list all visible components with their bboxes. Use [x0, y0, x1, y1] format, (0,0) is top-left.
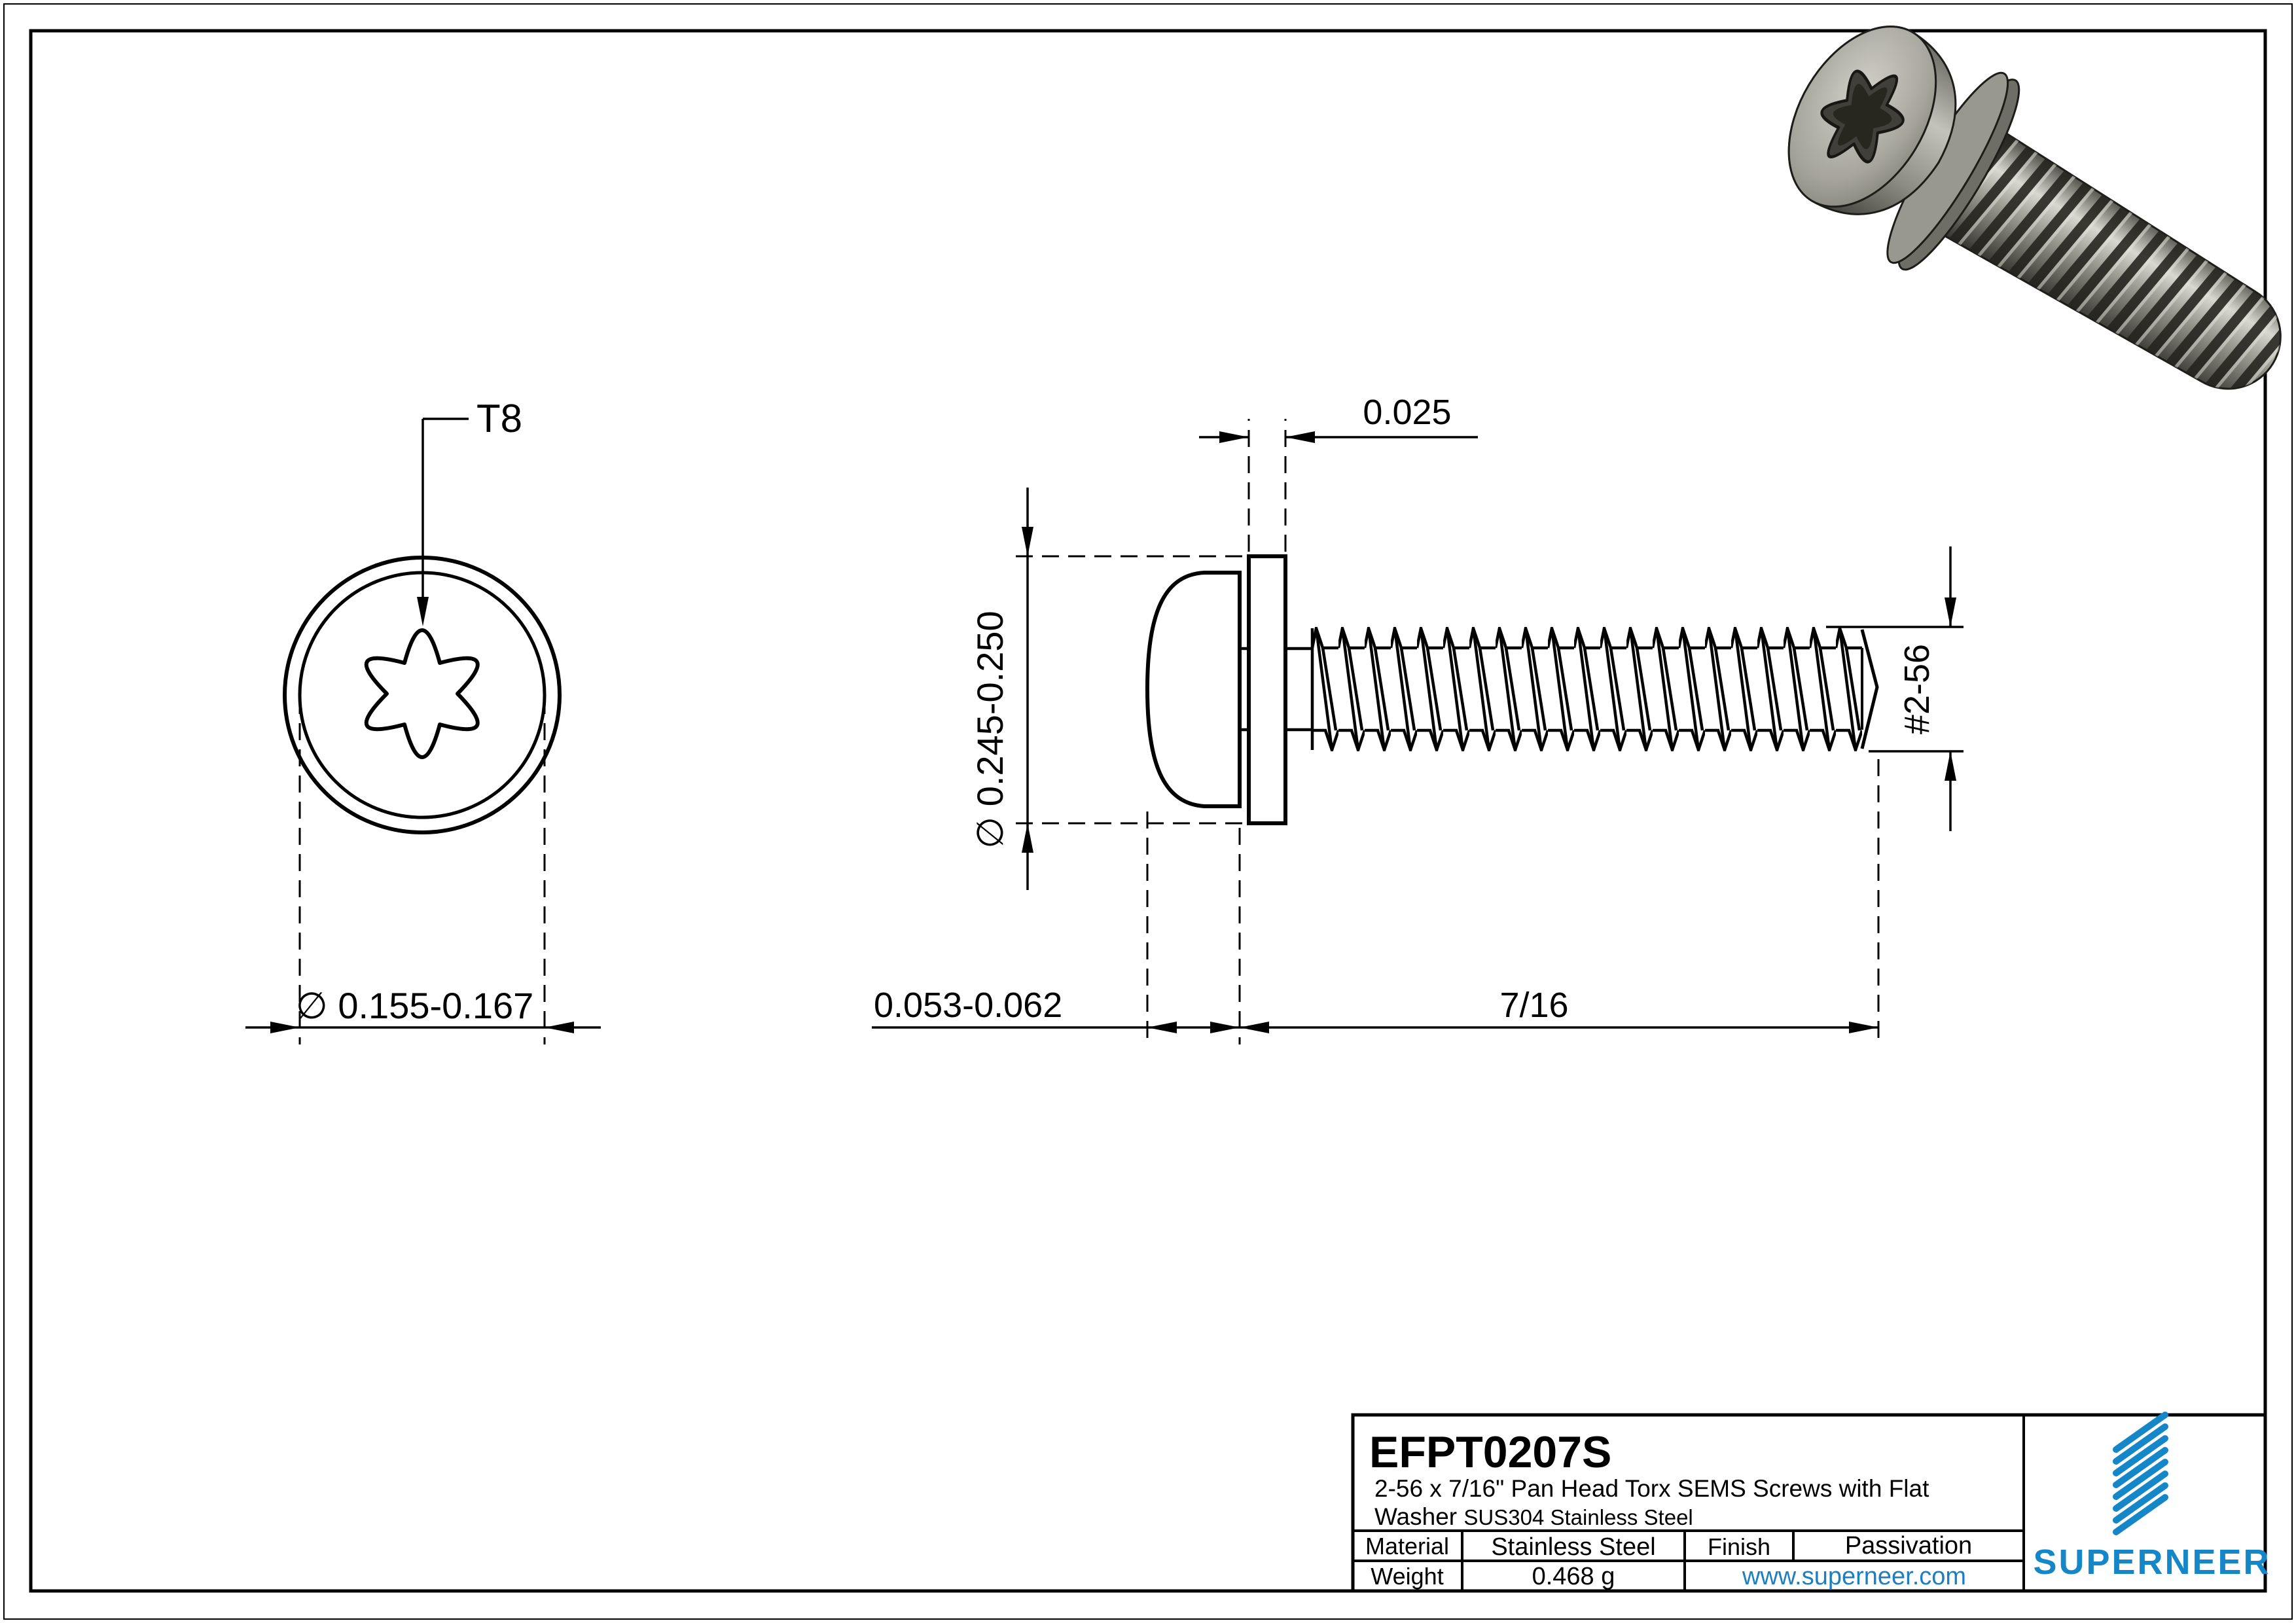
dim-arrow-top	[1945, 597, 1956, 627]
torx-recess-outline	[364, 628, 480, 759]
dim-arrow-left	[270, 1022, 300, 1033]
render-torx-recess	[1820, 69, 1905, 164]
dim-arrow-right	[1210, 1022, 1240, 1033]
weight-value: 0.468 g	[1532, 1563, 1615, 1590]
top-view: T8 ∅ 0.155-0.167	[245, 397, 601, 1044]
thread-size-text: #2-56	[1897, 644, 1937, 734]
torx-size-callout: T8	[417, 397, 522, 626]
dim-arrow-left	[1240, 1022, 1269, 1033]
dim-arrow-left	[1147, 1022, 1177, 1033]
thread-end-chamfer	[1860, 629, 1879, 749]
head-diameter-text: ∅ 0.155-0.167	[296, 985, 533, 1026]
website-link[interactable]: www.superneer.com	[1742, 1563, 1966, 1590]
render-threaded-shank	[1929, 123, 2282, 390]
dim-arrow-top	[1022, 527, 1033, 556]
render-pan-head	[1787, 26, 1957, 215]
washer-diameter-dimension: ∅ 0.245-0.250	[969, 488, 1245, 890]
description-line-1: 2-56 x 7/16" Pan Head Torx SEMS Screws w…	[1374, 1475, 1929, 1502]
dim-arrow-right	[1285, 431, 1315, 443]
description-line-2: Washer SUS304 Stainless Steel	[1374, 1503, 1693, 1530]
head-height-dimension: 0.053-0.062	[872, 812, 1241, 1044]
washer-thickness-dimension: 0.025	[1199, 393, 1478, 552]
head-diameter-dimension: ∅ 0.155-0.167	[245, 697, 601, 1044]
washer-thickness-text: 0.025	[1363, 393, 1451, 432]
title-block-grid	[1353, 1415, 2025, 1591]
thread-length-dimension: 7/16	[1240, 759, 1880, 1044]
t8-leader-arrow	[417, 597, 429, 626]
pan-head-profile	[1145, 571, 1242, 808]
t8-leader-line	[422, 418, 469, 599]
head-height-text: 0.053-0.062	[874, 986, 1062, 1025]
thread-length-text: 7/16	[1499, 986, 1568, 1025]
description-line-2-lead: Washer	[1374, 1503, 1463, 1530]
dim-arrow-right	[545, 1022, 574, 1033]
side-view: 0.025 ∅ 0.245-0.250 0.053-0.062 7/16	[872, 393, 1964, 1044]
threaded-shank	[1310, 627, 1879, 751]
superneer-logo: SUPERNEER	[2033, 1412, 2270, 1582]
washer-diameter-text: ∅ 0.245-0.250	[969, 611, 1011, 848]
thread-pattern	[1312, 627, 1862, 751]
material-label: Material	[1365, 1533, 1449, 1560]
dim-arrow-right	[1849, 1022, 1878, 1033]
dim-arrow-bottom	[1945, 751, 1956, 781]
brand-wordmark: SUPERNEER	[2033, 1543, 2270, 1582]
part-number: EFPT0207S	[1369, 1427, 1611, 1477]
flat-washer-profile	[1247, 554, 1287, 825]
shank-lines	[1240, 647, 1312, 732]
dim-arrow-bottom	[1022, 823, 1033, 853]
inner-border	[29, 29, 2267, 1593]
description-line-2-rest: SUS304 Stainless Steel	[1463, 1505, 1693, 1529]
finish-value: Passivation	[1845, 1532, 1972, 1560]
superneer-logo-stripes-icon	[2113, 1412, 2168, 1535]
material-value: Stainless Steel	[1491, 1533, 1655, 1561]
finish-label: Finish	[1708, 1533, 1770, 1560]
screw-3d-render	[1787, 26, 2282, 390]
weight-label: Weight	[1371, 1563, 1443, 1590]
dim-arrow-left	[1219, 431, 1249, 443]
thread-size-dimension: #2-56	[1826, 546, 1964, 831]
title-block: EFPT0207S 2-56 x 7/16" Pan Head Torx SEM…	[1351, 1412, 2270, 1593]
t8-label: T8	[476, 397, 522, 440]
